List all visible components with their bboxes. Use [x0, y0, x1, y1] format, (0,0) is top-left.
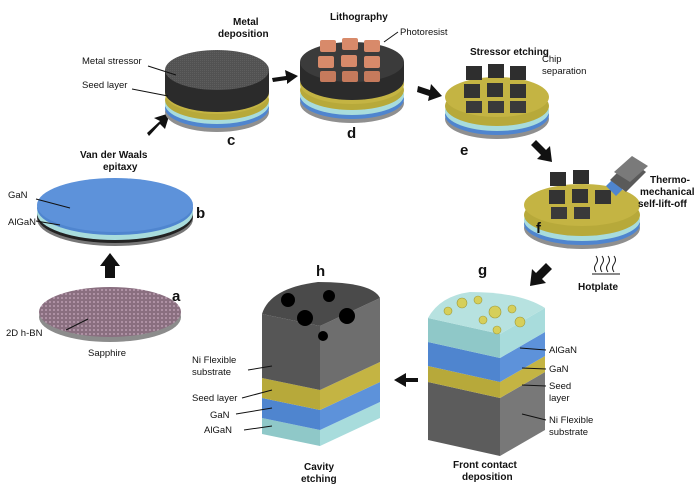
label-algan-g: AlGaN — [549, 345, 577, 356]
label-gan-b: GaN — [8, 190, 28, 201]
leader-ni-g — [521, 413, 547, 421]
step-label-a: a — [172, 288, 181, 305]
wafer-c — [165, 50, 269, 132]
leader-ni-h — [247, 365, 273, 371]
arrow-d-to-e — [417, 84, 442, 101]
leader-seed-h — [241, 389, 273, 399]
step-label-e: e — [460, 142, 468, 159]
step-label-d: d — [347, 125, 356, 142]
metal-chips-e — [464, 64, 526, 113]
title-front-2: deposition — [462, 472, 513, 483]
label-seed-g-2: layer — [549, 393, 570, 404]
hotplate-heat-icon — [592, 255, 620, 275]
label-hbn: 2D h-BN — [6, 328, 43, 339]
title-litho: Lithography — [330, 12, 388, 23]
contact-pads-g — [443, 295, 526, 335]
leader-gan-g — [521, 367, 547, 370]
title-thermo-3: self-lift-off — [638, 199, 688, 210]
arrow-c-to-d — [272, 70, 298, 84]
leader-algan-h — [243, 425, 273, 431]
metal-chips-f — [549, 170, 611, 219]
label-chip-2: separation — [542, 66, 586, 77]
wedge-g — [428, 292, 545, 456]
label-ni-h-1: Ni Flexible — [192, 355, 236, 366]
wafer-a — [39, 287, 181, 342]
leader-gan-h — [235, 407, 273, 415]
title-metal-2: deposition — [218, 29, 269, 40]
arrow-a-to-b — [100, 253, 120, 278]
leader-hbn — [65, 318, 89, 331]
label-seed-h: Seed layer — [192, 393, 237, 404]
title-stressor-etch: Stressor etching — [470, 47, 549, 58]
cavities-h — [281, 290, 355, 341]
arrow-g-to-h — [394, 373, 418, 387]
step-label-f: f — [536, 220, 542, 237]
label-gan-h: GaN — [210, 410, 230, 421]
label-ni-g-2: substrate — [549, 427, 588, 438]
title-thermo-2: mechanical — [640, 187, 695, 198]
arrow-e-to-f — [531, 140, 552, 162]
label-gan-g: GaN — [549, 364, 569, 375]
leader-photoresist — [383, 31, 399, 43]
title-vdw-1: Van der Waals — [80, 150, 148, 161]
label-photoresist: Photoresist — [400, 27, 448, 38]
title-cavity-1: Cavity — [304, 462, 334, 473]
wafer-b — [37, 178, 193, 246]
arrow-f-to-g — [530, 263, 552, 286]
lifted-chip — [606, 156, 648, 196]
title-vdw-2: epitaxy — [103, 162, 138, 173]
title-front-1: Front contact — [453, 460, 518, 471]
label-chip-1: Chip — [542, 54, 562, 65]
label-algan-b: AlGaN — [8, 217, 36, 228]
arrow-b-to-c — [147, 113, 170, 136]
step-label-c: c — [227, 132, 235, 149]
label-ni-g-1: Ni Flexible — [549, 415, 593, 426]
wafer-d — [300, 42, 404, 123]
title-thermo-1: Thermo- — [650, 175, 690, 186]
wedge-h — [262, 282, 380, 446]
title-cavity-2: etching — [301, 474, 337, 485]
leader-seed-c — [131, 88, 169, 97]
photoresist-pads — [318, 38, 380, 82]
label-metal-stressor: Metal stressor — [82, 56, 142, 67]
step-label-g: g — [478, 262, 487, 279]
leader-seed-g — [521, 384, 547, 387]
label-algan-h: AlGaN — [204, 425, 232, 436]
title-metal-1: Metal — [233, 17, 259, 28]
leader-metal-stressor — [147, 65, 177, 76]
leader-gan-b — [35, 198, 71, 209]
step-label-h: h — [316, 263, 325, 280]
label-ni-h-2: substrate — [192, 367, 231, 378]
leader-algan-b — [35, 220, 61, 226]
leader-algan-g — [519, 347, 547, 351]
step-label-b: b — [196, 205, 205, 222]
label-seed-c: Seed layer — [82, 80, 127, 91]
label-hotplate: Hotplate — [578, 282, 618, 293]
label-sapphire: Sapphire — [88, 348, 126, 359]
label-seed-g-1: Seed — [549, 381, 571, 392]
